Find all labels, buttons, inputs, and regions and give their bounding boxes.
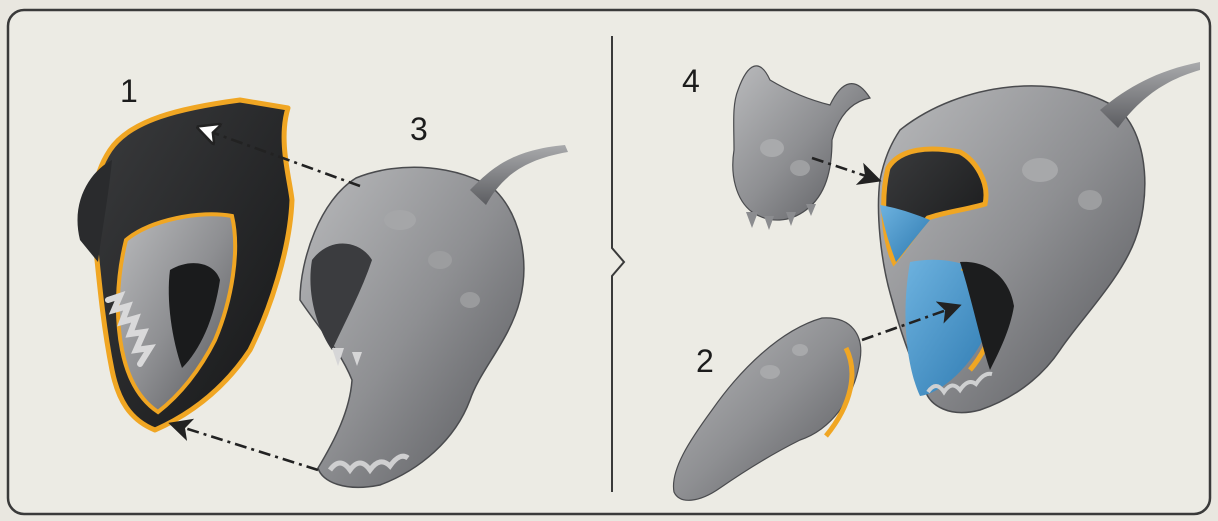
step-label-1: 1	[120, 73, 138, 109]
step-label-4: 4	[682, 63, 700, 99]
step-label-2: 2	[696, 343, 714, 379]
step-label-3: 3	[410, 111, 428, 147]
